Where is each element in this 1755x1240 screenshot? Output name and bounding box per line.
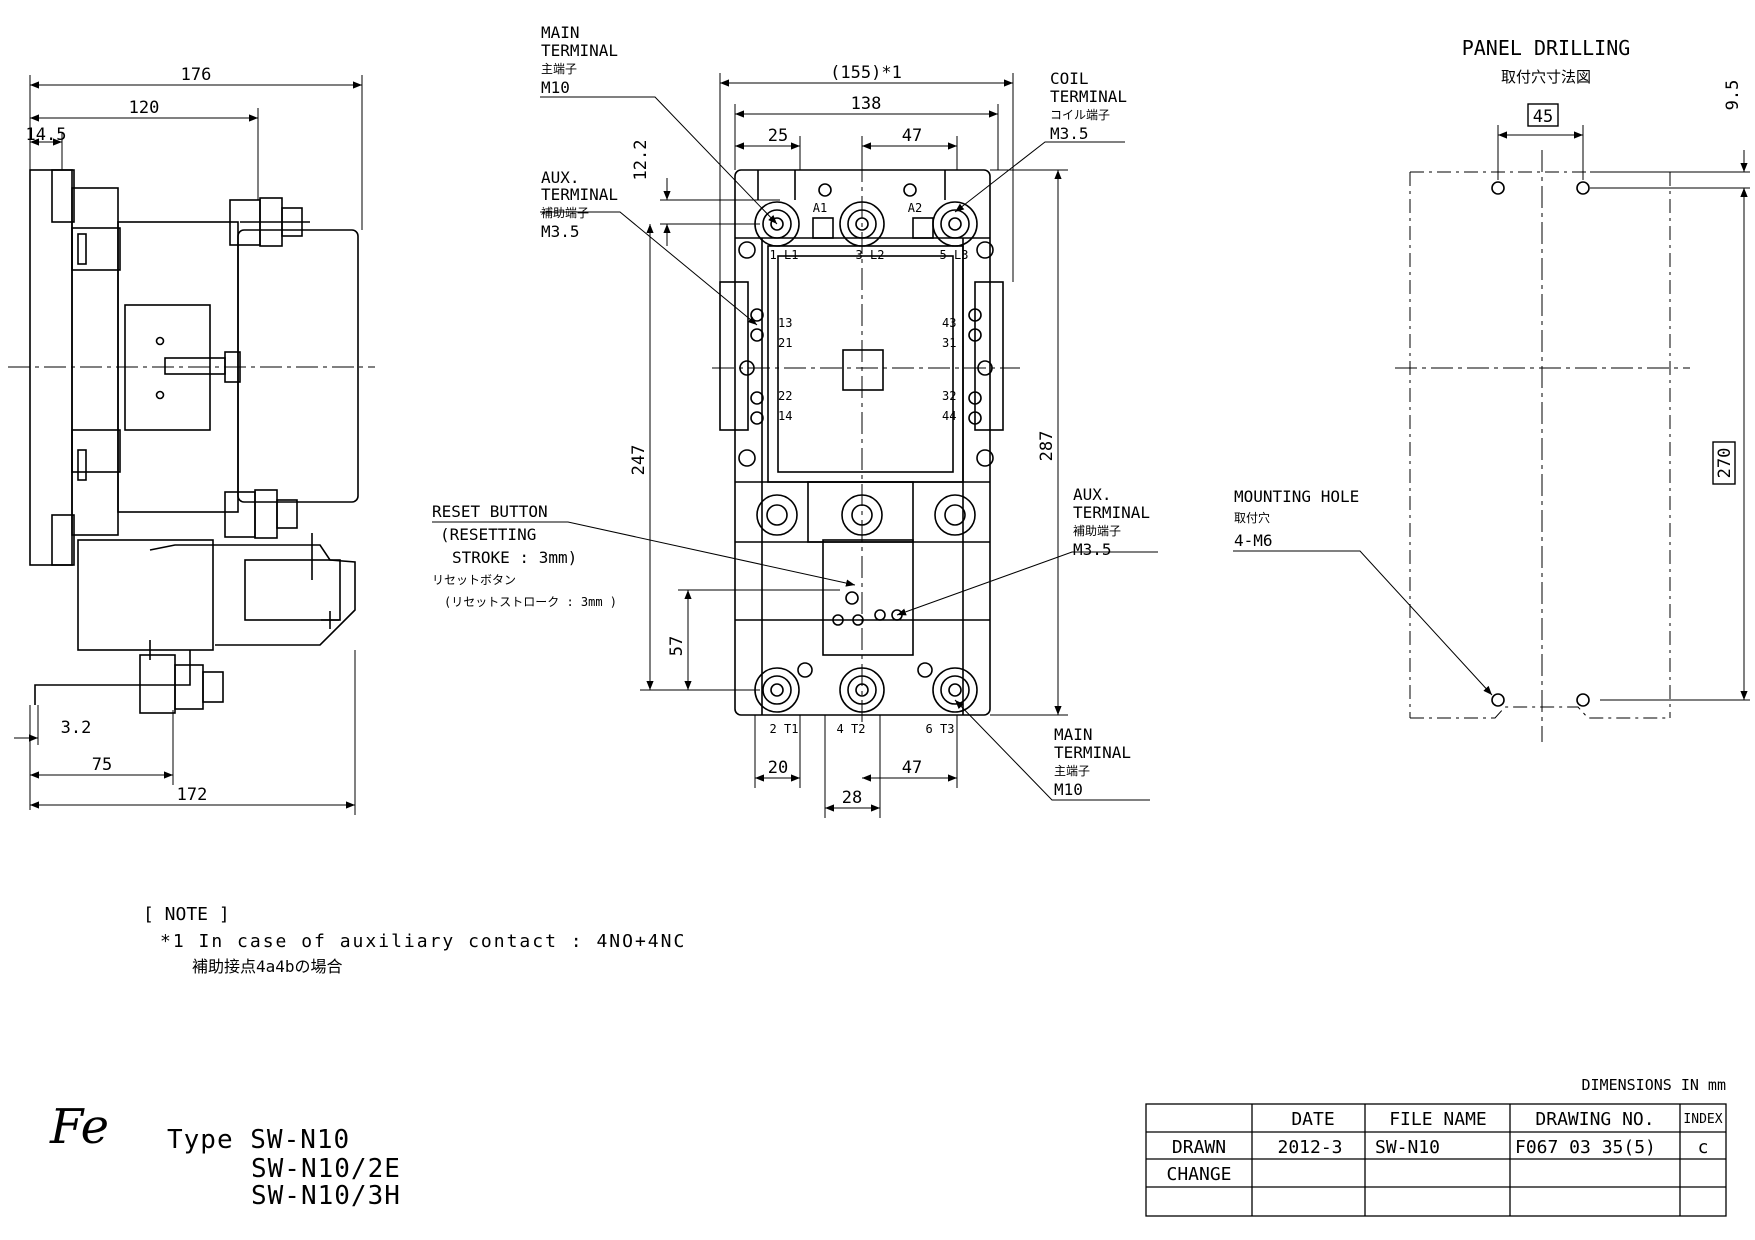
svg-text:TERMINAL: TERMINAL <box>1050 87 1127 106</box>
side-view <box>8 169 375 714</box>
dim-47-bottom: 47 <box>902 758 922 778</box>
aux-number: 14 <box>778 409 792 423</box>
type-line3: SW-N10/3H <box>251 1181 401 1211</box>
units-note: DIMENSIONS IN mm <box>1582 1076 1727 1094</box>
type-label: Type SW-N10 <box>167 1125 350 1155</box>
dim-75: 75 <box>92 755 112 775</box>
front-view-dimensions <box>640 73 1068 818</box>
dim-3-2: 3.2 <box>61 718 92 738</box>
svg-text:コイル端子: コイル端子 <box>1050 108 1110 122</box>
terminal-label: 6 T3 <box>926 722 955 736</box>
svg-text:TERMINAL: TERMINAL <box>1054 743 1131 762</box>
dim-9-5: 9.5 <box>1723 80 1743 111</box>
svg-text:M10: M10 <box>541 78 570 97</box>
table-cell: 2012-3 <box>1277 1137 1342 1158</box>
svg-text:(RESETTING: (RESETTING <box>440 525 536 544</box>
dim-176: 176 <box>181 65 212 85</box>
callout-main-terminal-bottom: MAIN TERMINAL 主端子 M10 <box>1054 725 1131 799</box>
note-header: [ NOTE ] <box>143 904 230 925</box>
table-header: FILE NAME <box>1389 1109 1487 1130</box>
terminal-label: 3 L2 <box>856 248 885 262</box>
svg-text:MAIN: MAIN <box>541 23 580 42</box>
aux-number: 31 <box>942 336 956 350</box>
svg-text:TERMINAL: TERMINAL <box>1073 503 1150 522</box>
terminal-label: 4 T2 <box>837 722 866 736</box>
terminal-label: 2 T1 <box>770 722 799 736</box>
callout-aux-terminal-bottom: AUX. TERMINAL 補助端子 M3.5 <box>1073 485 1150 559</box>
svg-text:(リセットストローク : 3mm ): (リセットストローク : 3mm ) <box>444 595 617 609</box>
dim-25: 25 <box>768 126 788 146</box>
dim-120: 120 <box>129 98 160 118</box>
table-header: DATE <box>1291 1109 1334 1130</box>
aux-number: 22 <box>778 389 792 403</box>
svg-text:STROKE : 3mm): STROKE : 3mm) <box>452 548 577 567</box>
dim-287: 287 <box>1037 431 1057 462</box>
dim-57: 57 <box>667 636 687 656</box>
svg-text:補助端子: 補助端子 <box>1073 524 1121 538</box>
front-view <box>712 160 1020 725</box>
fe-logo: Fe <box>49 1099 109 1155</box>
table-cell: SW-N10 <box>1375 1137 1440 1158</box>
dim-138: 138 <box>851 94 882 114</box>
svg-text:リセットボタン: リセットボタン <box>432 573 516 587</box>
dim-172: 172 <box>177 785 208 805</box>
aux-number: 44 <box>942 409 956 423</box>
svg-text:TERMINAL: TERMINAL <box>541 41 618 60</box>
table-header: DRAWING NO. <box>1535 1109 1654 1130</box>
type-line2: SW-N10/2E <box>251 1154 401 1184</box>
svg-text:主端子: 主端子 <box>541 62 577 76</box>
dim-247: 247 <box>629 445 649 476</box>
dim-47-top: 47 <box>902 126 922 146</box>
callout-aux-terminal-top: AUX. TERMINAL 補助端子 M3.5 <box>541 168 618 241</box>
dim-28: 28 <box>842 788 862 808</box>
aux-number: 21 <box>778 336 792 350</box>
svg-text:COIL: COIL <box>1050 69 1089 88</box>
dim-45: 45 <box>1533 107 1553 127</box>
callout-coil-terminal: COIL TERMINAL コイル端子 M3.5 <box>1050 69 1127 143</box>
svg-text:取付穴: 取付穴 <box>1234 510 1270 525</box>
table-cell: CHANGE <box>1166 1164 1231 1185</box>
table-cell: F067 03 35(5) <box>1515 1137 1656 1158</box>
panel-drilling-title: PANEL DRILLING <box>1462 36 1631 60</box>
svg-text:補助端子: 補助端子 <box>541 206 589 220</box>
table-header: INDEX <box>1683 1112 1722 1127</box>
dim-14-5: 14.5 <box>26 125 67 145</box>
dim-270: 270 <box>1715 448 1735 479</box>
dim-20: 20 <box>768 758 788 778</box>
svg-text:AUX.: AUX. <box>541 168 580 187</box>
svg-text:AUX.: AUX. <box>1073 485 1112 504</box>
aux-number: 32 <box>942 389 956 403</box>
svg-text:M10: M10 <box>1054 780 1083 799</box>
callout-reset-button: RESET BUTTON (RESETTING STROKE : 3mm) リセ… <box>432 502 617 609</box>
note-line2: 補助接点4a4bの場合 <box>192 957 343 976</box>
terminal-label: 1 L1 <box>770 248 799 262</box>
terminal-label: 5 L3 <box>940 248 969 262</box>
svg-text:M3.5: M3.5 <box>541 222 580 241</box>
coil-mark: A1 <box>813 201 827 215</box>
svg-text:RESET BUTTON: RESET BUTTON <box>432 502 548 521</box>
svg-text:MOUNTING HOLE: MOUNTING HOLE <box>1234 487 1359 506</box>
callout-mounting-hole: MOUNTING HOLE 取付穴 4-M6 <box>1234 487 1359 550</box>
side-view-dimensions <box>14 75 363 815</box>
dim-12-2: 12.2 <box>631 140 651 181</box>
svg-text:MAIN: MAIN <box>1054 725 1093 744</box>
panel-drilling <box>1233 103 1750 742</box>
svg-text:M3.5: M3.5 <box>1050 124 1089 143</box>
svg-text:TERMINAL: TERMINAL <box>541 185 618 204</box>
leader-lines <box>432 96 1158 801</box>
aux-number: 13 <box>778 316 792 330</box>
svg-text:4-M6: 4-M6 <box>1234 531 1273 550</box>
table-cell: DRAWN <box>1172 1137 1226 1158</box>
aux-number: 43 <box>942 316 956 330</box>
note-line1: *1 In case of auxiliary contact : 4NO+4N… <box>160 931 686 952</box>
svg-text:主端子: 主端子 <box>1054 764 1090 778</box>
panel-drilling-title-jp: 取付穴寸法図 <box>1501 68 1591 86</box>
callout-main-terminal-top: MAIN TERMINAL 主端子 M10 <box>541 23 618 97</box>
coil-mark: A2 <box>908 201 922 215</box>
dim-155: (155)*1 <box>830 63 902 83</box>
svg-text:M3.5: M3.5 <box>1073 540 1112 559</box>
table-cell: c <box>1698 1137 1709 1158</box>
title-block-table <box>1145 1103 1727 1217</box>
